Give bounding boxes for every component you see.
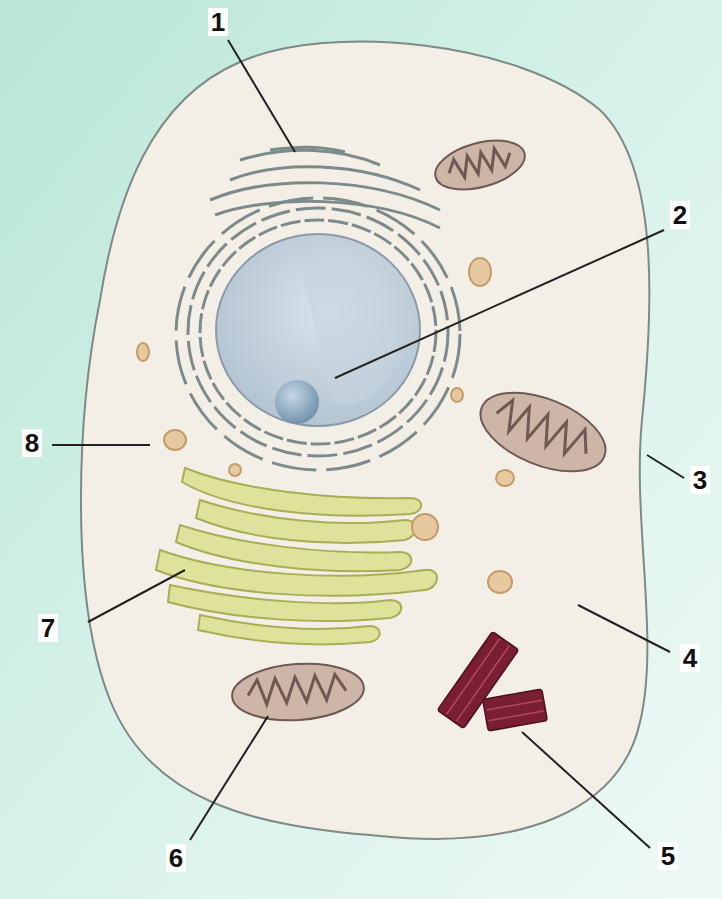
nucleus-highlight xyxy=(300,259,397,404)
vesicles xyxy=(137,258,514,593)
nucleolus xyxy=(275,380,319,424)
callout-number: 2 xyxy=(670,201,690,229)
centrioles xyxy=(437,632,547,731)
callout-number: 1 xyxy=(208,8,228,36)
mitochondria xyxy=(230,132,616,725)
callout-number: 3 xyxy=(690,466,710,494)
callout-number: 5 xyxy=(658,842,678,870)
endoplasmic-reticulum xyxy=(176,147,460,470)
callout-number: 7 xyxy=(38,614,58,642)
cell-membrane xyxy=(81,42,649,839)
callout-number: 8 xyxy=(22,429,42,457)
callout-number: 4 xyxy=(680,644,700,672)
golgi-apparatus xyxy=(156,468,437,644)
callout-number: 6 xyxy=(166,844,186,872)
nucleus xyxy=(216,234,420,426)
leader-lines xyxy=(52,40,684,848)
